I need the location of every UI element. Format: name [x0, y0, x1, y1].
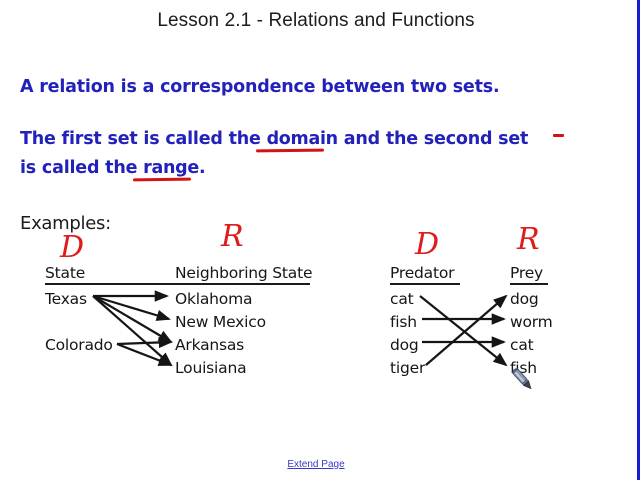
range-marker-example-1: R	[221, 219, 244, 254]
states-mapping-table: State Neighboring State Texas Colorado O…	[45, 264, 345, 377]
domain-red-underline	[255, 148, 325, 153]
spacer	[45, 311, 113, 334]
prey-header-underline	[510, 283, 548, 285]
list-item: dog	[390, 336, 419, 354]
states-domain-column: Texas Colorado	[45, 288, 113, 357]
list-item: cat	[510, 336, 534, 354]
list-item: Oklahoma	[175, 290, 253, 308]
list-item: tiger	[390, 359, 426, 377]
range-marker-example-2: R	[517, 222, 540, 257]
definition-line-2: The first set is called the domain and t…	[20, 129, 528, 149]
prey-header: Prey	[510, 264, 544, 282]
predator-column: cat fish dog tiger	[390, 288, 425, 380]
definition-line-2-part2: and the second set	[337, 129, 529, 149]
predator-header: Predator	[390, 264, 455, 282]
list-item: Colorado	[45, 336, 113, 354]
definition-line-1-text: A relation is a correspondence between t…	[20, 77, 500, 97]
states-domain-header: State	[45, 264, 86, 282]
predator-header-underline	[390, 283, 460, 285]
domain-marker-example-2: D	[415, 227, 440, 262]
list-item: cat	[390, 290, 414, 308]
domain-keyword: domain	[266, 129, 339, 149]
domain-marker-example-1: D	[60, 230, 85, 265]
list-item: dog	[510, 290, 539, 308]
stray-red-dash-mark	[553, 134, 564, 137]
predator-prey-table-header-row: Predator Prey	[390, 264, 570, 286]
extend-page-link[interactable]: Extend Page	[287, 459, 345, 470]
range-red-underline	[132, 177, 192, 182]
states-range-column: Oklahoma New Mexico Arkansas Louisiana	[175, 288, 266, 380]
list-item: New Mexico	[175, 313, 266, 331]
states-range-header: Neighboring State	[175, 264, 313, 282]
states-header-underline	[45, 283, 310, 285]
definition-line-3-part2: .	[198, 158, 206, 178]
list-item: Arkansas	[175, 336, 245, 354]
states-table-header-row: State Neighboring State	[45, 264, 345, 286]
list-item: Louisiana	[175, 359, 247, 377]
definition-line-2-part1: The first set is called the	[20, 129, 267, 149]
definition-line-3-part1: is called the	[20, 158, 144, 178]
range-keyword: range	[143, 158, 199, 178]
list-item: Texas	[45, 290, 87, 308]
examples-label: Examples:	[20, 213, 111, 234]
page-title: Lesson 2.1 - Relations and Functions	[157, 10, 475, 31]
definition-line-1: A relation is a correspondence between t…	[20, 77, 500, 97]
pen-stylus-cursor	[512, 368, 532, 390]
predator-prey-mapping-table: Predator Prey cat fish dog tiger dog wor…	[390, 264, 570, 377]
list-item: fish	[390, 313, 417, 331]
list-item: worm	[510, 313, 553, 331]
definition-line-3: is called the range.	[20, 158, 206, 178]
